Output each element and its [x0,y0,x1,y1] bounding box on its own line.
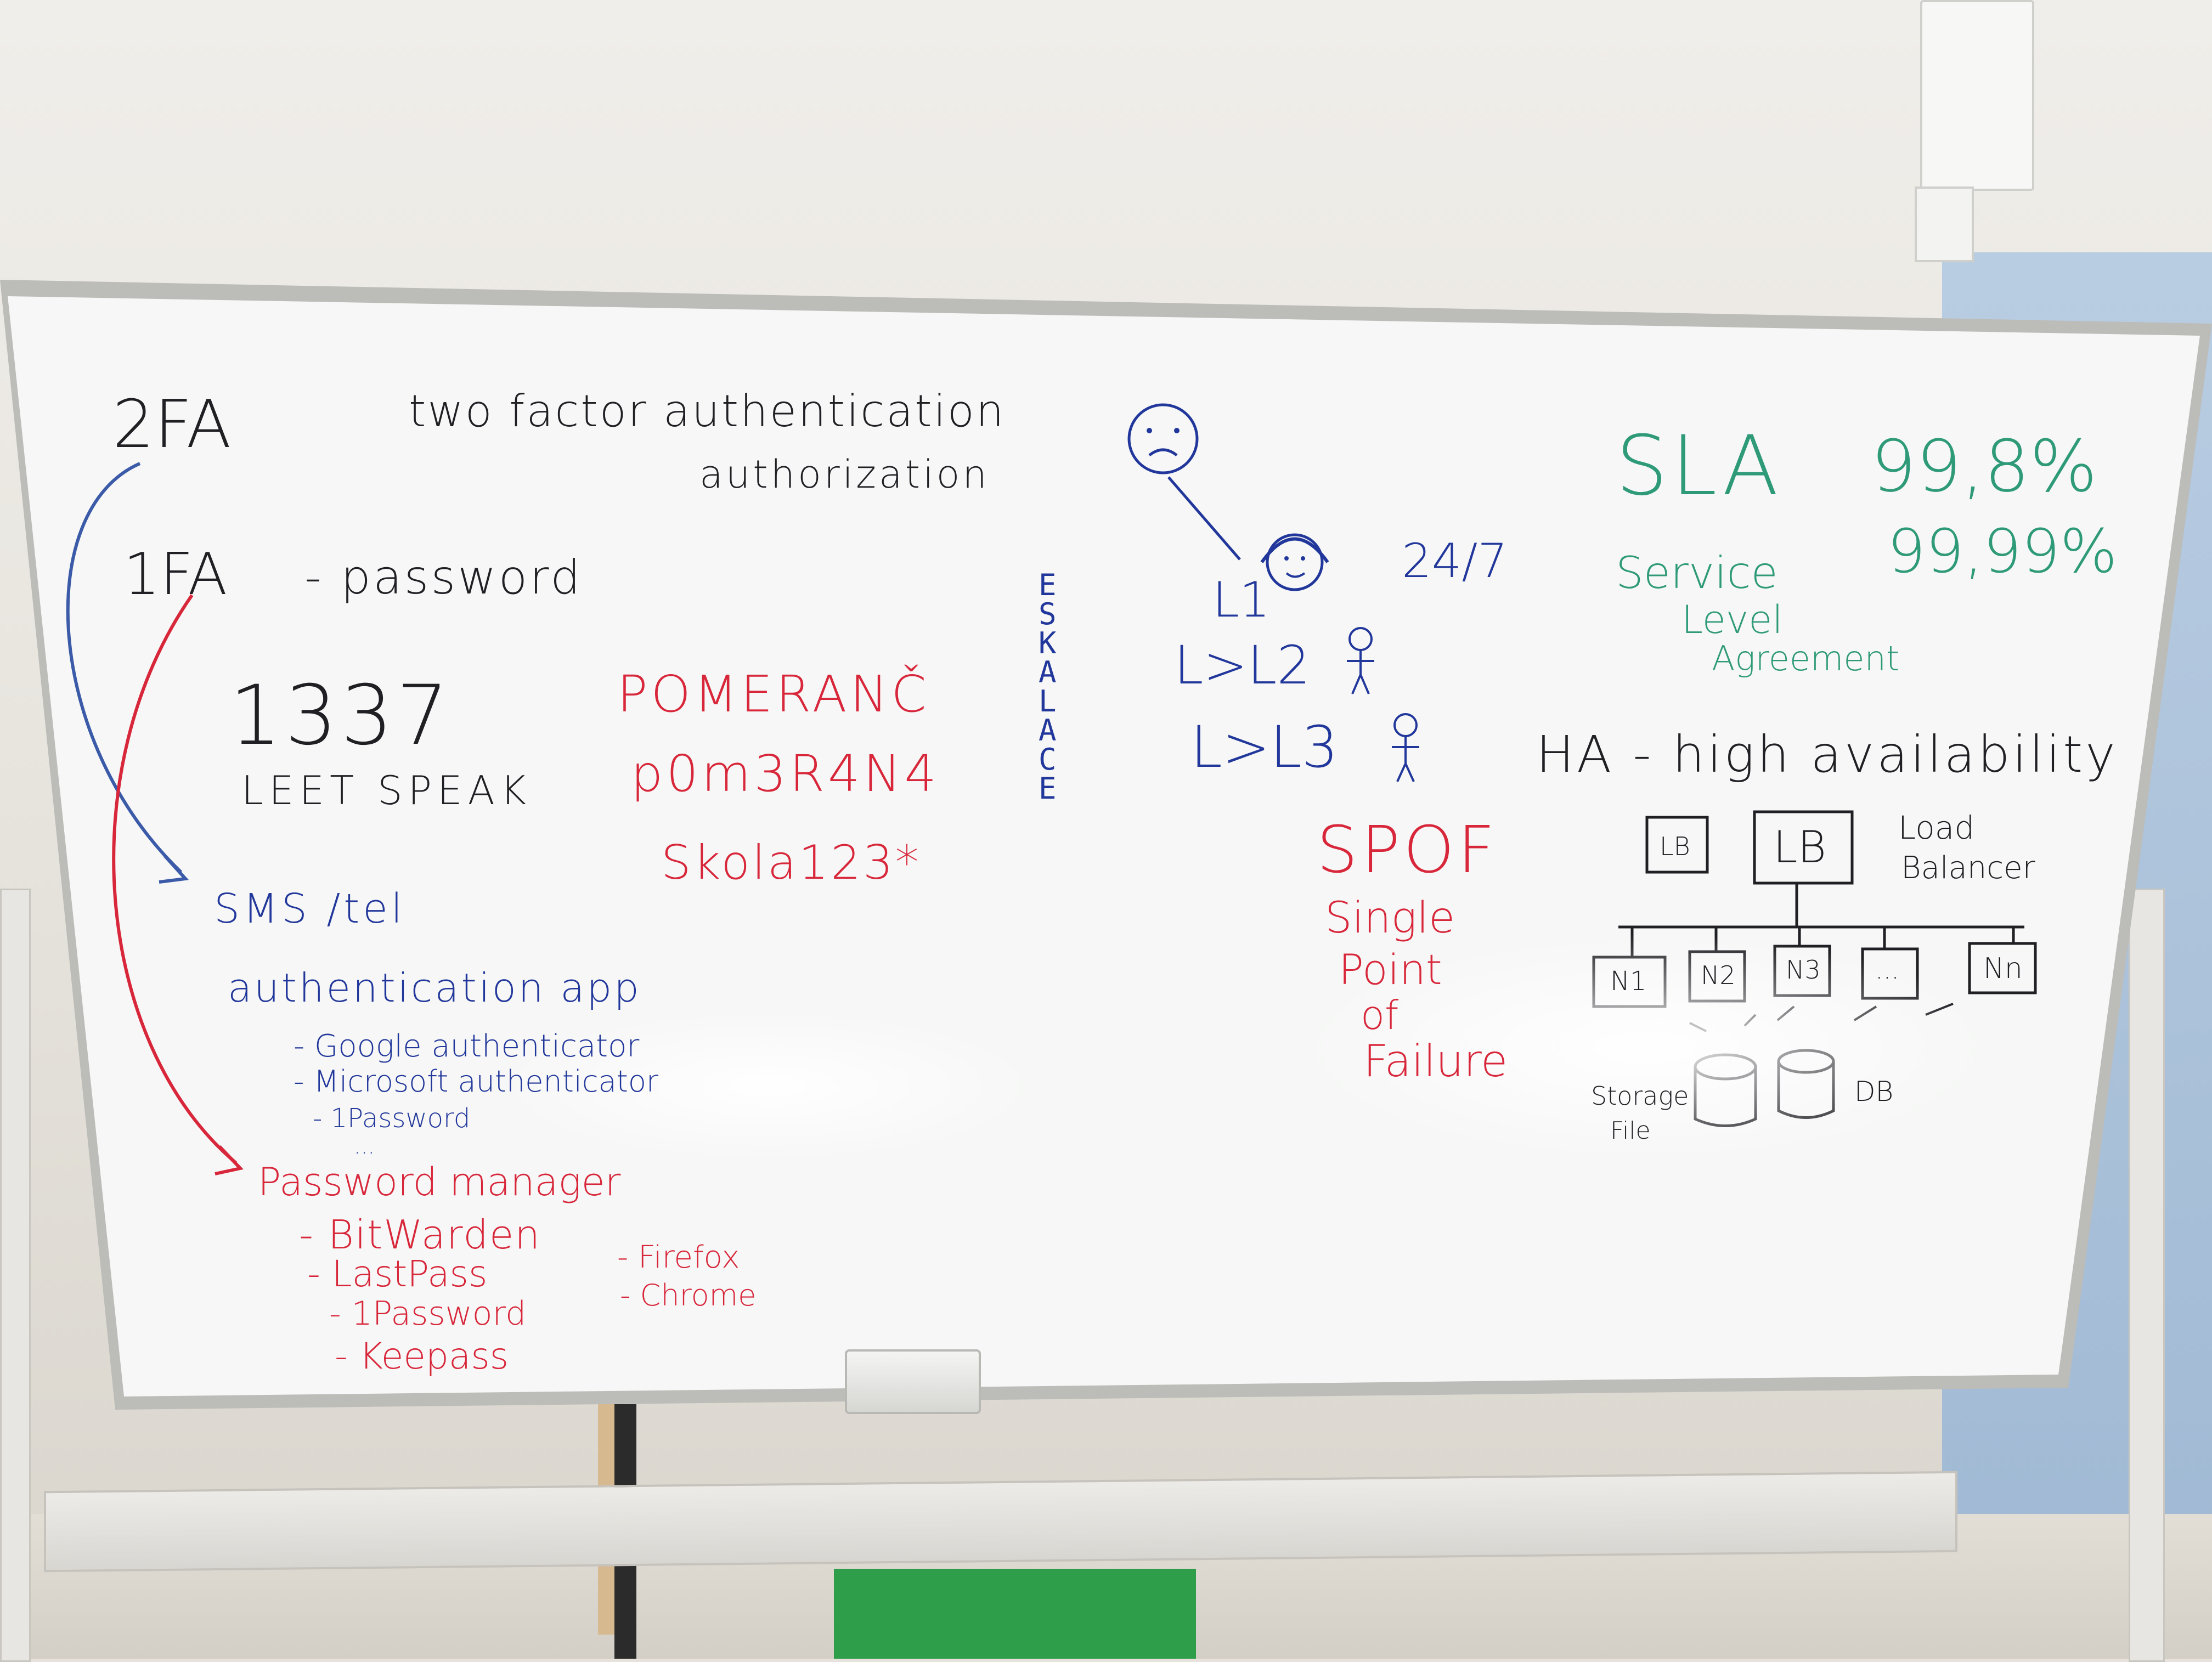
lb-main-box [1753,810,1854,885]
spof-expansion: Point [1339,945,1442,994]
password-manager-item: - 1Password [329,1294,527,1333]
lb-small-box [1645,816,1709,874]
lb-main-label: LB [1773,822,1826,873]
level-l1: L1 [1212,572,1271,628]
lb-caption: Balancer [1901,850,2035,886]
sad-customer-icon [1127,403,1241,561]
stick-figure-l3-icon [1392,713,1419,782]
stick-figure-l2-icon [1347,627,1374,694]
node-label: N3 [1786,955,1821,985]
support-agent-icon [1260,533,1329,591]
password-manager-item: - Keepass [335,1335,509,1377]
browser-item: - Chrome [620,1278,757,1313]
password-manager-item: - BitWarden [299,1212,541,1258]
app-item: - Microsoft authenticator [294,1064,659,1099]
spof-expansion: Single [1325,894,1455,943]
sla-expansion: Agreement [1712,638,1900,679]
leet-label: LEET SPEAK [241,767,532,813]
spof-expansion: Failure [1363,1036,1508,1087]
app-item: - Google authenticator [294,1028,640,1064]
arrow-1fa-to-password-manager [112,594,237,1164]
app-item: ... [354,1134,375,1159]
wall-fixture [1920,0,2034,191]
node-label: ... [1875,955,1899,985]
node-label: Nn [1983,952,2023,985]
node-label: N1 [1610,966,1647,997]
spof-expansion: of [1361,992,1399,1038]
auth-app: authentication app [228,965,641,1011]
password-manager-item: - LastPass [307,1253,488,1295]
app-item: - 1Password [313,1103,471,1134]
green-panel [834,1569,1196,1659]
stand-leg-right [2129,889,2165,1662]
onefa-desc: - password [304,550,583,605]
skola-password: Skola123* [661,835,921,890]
availability-hours: 24/7 [1402,534,1508,589]
sms-tel: SMS /tel [214,885,406,932]
lb-small-label: LB [1660,832,1690,861]
lb-caption: Load [1898,809,1975,846]
node-label: N2 [1701,960,1736,990]
sla-percent-1: 99,8% [1871,425,2097,508]
pomeranc-leet: p0m3R4N4 [631,744,940,803]
leet-number: 1337 [229,668,452,764]
level-l2: L>L2 [1174,635,1311,696]
db-label: DB [1854,1076,1894,1107]
eraser[interactable] [845,1349,981,1414]
level-l3: L>L3 [1190,714,1339,781]
sla-percent-2: 99,99% [1887,516,2118,586]
eskalace-vertical: E S K A L A C E [1039,568,1057,806]
heading-2fa: 2FA [112,387,232,463]
browser-item: - Firefox [617,1240,740,1275]
storage-label: Storage [1591,1081,1689,1111]
storage-label: File [1610,1117,1651,1145]
sla-expansion: Level [1681,597,1783,642]
twofa-meaning-line1: two factor authentication [409,386,1006,437]
wall-fixture-lower [1915,186,1974,262]
spof-title: SPOF [1317,812,1498,887]
ha-title: HA - high availability [1536,725,2118,784]
heading-1fa: 1FA [123,541,228,608]
arrow-2fa-to-sms [66,462,183,874]
password-manager-title: Password manager [258,1160,621,1205]
sla-title: SLA [1616,419,1782,514]
stand-leg-left [0,889,31,1662]
pomeranc-word: POMERANČ [617,665,930,723]
sla-expansion: Service [1616,547,1778,598]
twofa-meaning-line2: authorization [699,452,990,497]
